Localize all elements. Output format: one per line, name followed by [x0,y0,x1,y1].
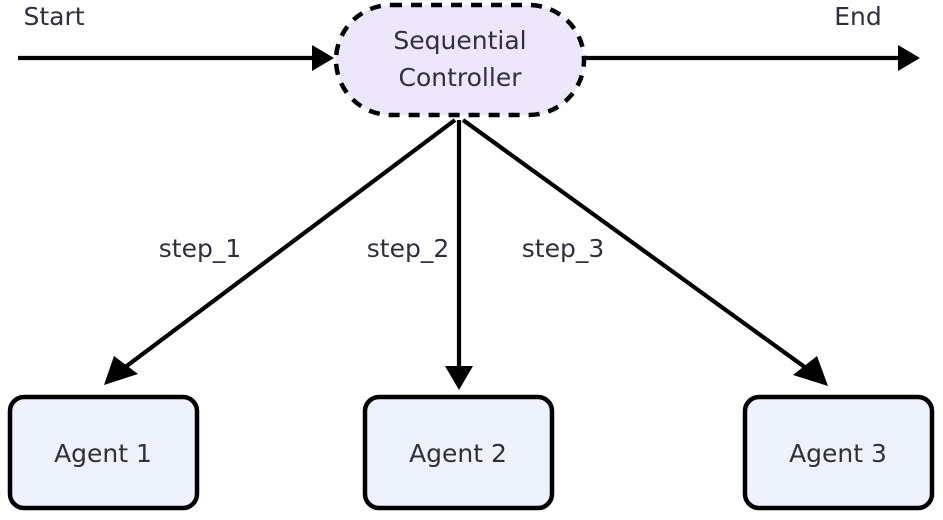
edge-step-1-line [122,118,457,370]
edge-step-3-arrow-head-icon [793,356,828,386]
edge-step-3 [461,118,828,386]
end-label: End [834,2,882,31]
edge-step-2-arrow-head-icon [445,366,473,390]
edge-step-1-arrow-head-icon [104,356,138,385]
edge-step-1 [104,118,457,385]
edge-label-step-3: step_3 [522,234,604,263]
agent-1-node[interactable]: Agent 1 [7,394,200,511]
agent-2-node-shape[interactable] [362,394,555,511]
agent-2-node[interactable]: Agent 2 [362,394,555,511]
agent-2-label: Agent 2 [409,439,507,468]
agent-3-node-shape[interactable] [742,394,935,511]
start-arrow-head-icon [312,45,334,71]
start-label: Start [23,2,84,31]
controller-node-shape[interactable] [333,2,587,118]
agent-3-node[interactable]: Agent 3 [742,394,935,511]
edge-step-3-line [461,118,808,370]
end-flow-arrow [585,45,920,71]
start-flow-arrow [18,45,334,71]
controller-node[interactable]: Sequential Controller [333,2,587,118]
agent-1-node-shape[interactable] [7,394,200,511]
edge-label-step-2: step_2 [367,234,449,263]
agent-3-label: Agent 3 [789,439,887,468]
agent-1-label: Agent 1 [54,439,152,468]
controller-label-line-1: Sequential [393,26,526,55]
edge-label-step-1: step_1 [159,234,241,263]
controller-label-line-2: Controller [399,63,523,92]
end-arrow-head-icon [898,45,920,71]
edge-step-2 [445,120,473,390]
